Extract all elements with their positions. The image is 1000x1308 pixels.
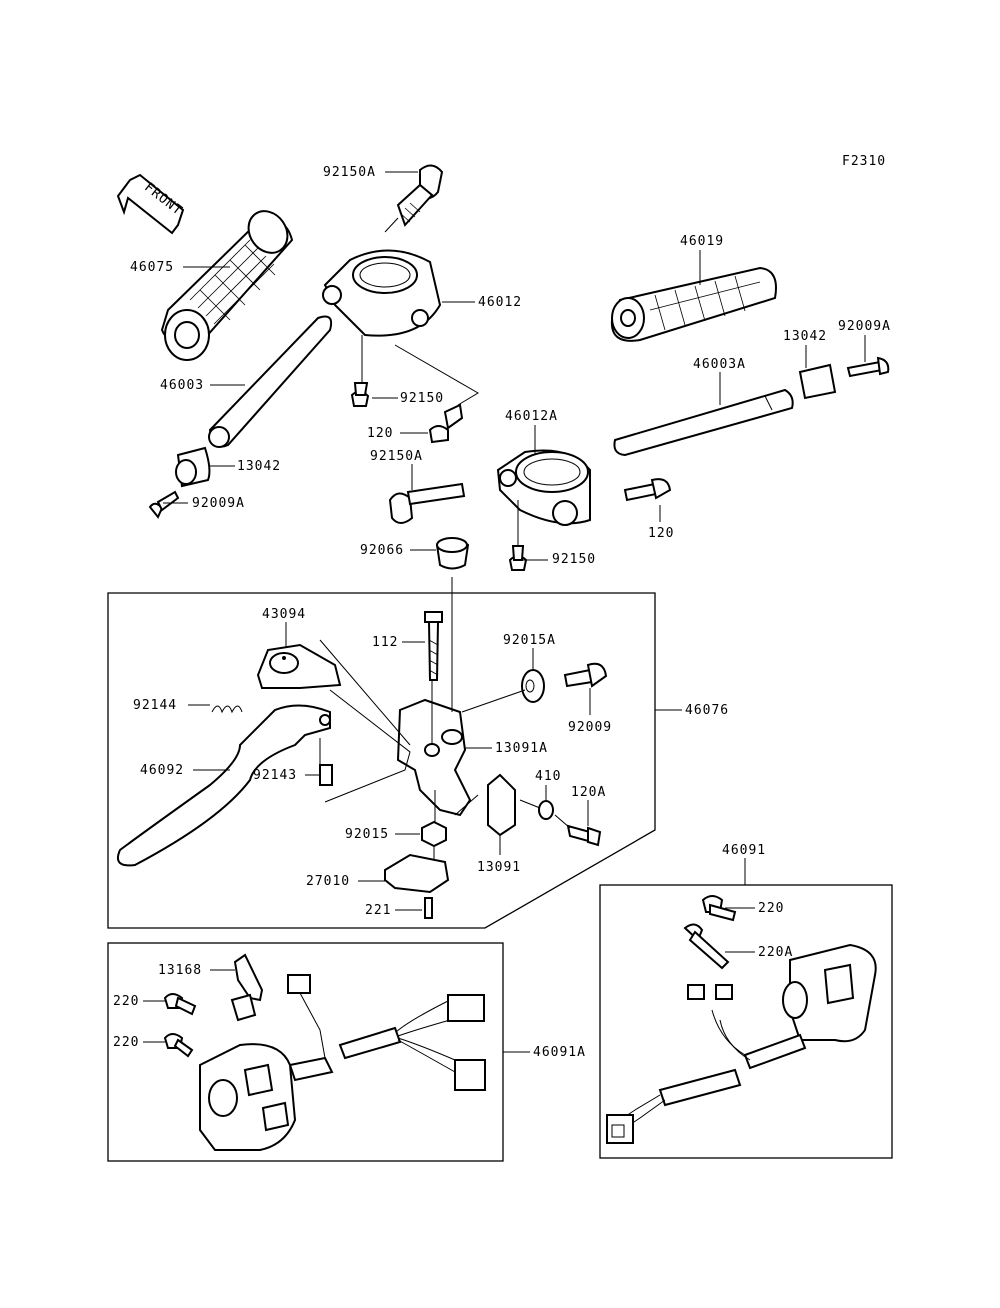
label-46019: 46019 bbox=[680, 234, 724, 249]
label-92150-b: 92150 bbox=[552, 552, 596, 567]
label-46012A: 46012A bbox=[505, 409, 558, 424]
label-410: 410 bbox=[535, 769, 561, 784]
bolt-220-right bbox=[701, 895, 737, 922]
screw-221 bbox=[424, 897, 433, 919]
left-handlebar-46003 bbox=[208, 315, 333, 448]
bolt-220-left-2 bbox=[163, 1033, 194, 1058]
assembly-box-46091 bbox=[599, 884, 893, 1159]
bolt-220-left-1 bbox=[163, 993, 197, 1016]
label-220A: 220A bbox=[758, 945, 793, 960]
cover-43094 bbox=[256, 643, 342, 689]
nut-92015 bbox=[421, 820, 447, 848]
label-92015A: 92015A bbox=[503, 633, 556, 648]
collar-13042-a bbox=[175, 446, 211, 488]
pin-92143 bbox=[319, 764, 333, 786]
right-handlebar-46003A bbox=[613, 388, 794, 457]
label-46012: 46012 bbox=[478, 295, 522, 310]
master-cylinder-13091A bbox=[396, 698, 472, 817]
bolt-120-a bbox=[428, 403, 464, 444]
label-46003A: 46003A bbox=[693, 357, 746, 372]
switch-housing-right bbox=[606, 943, 877, 1144]
diagram-code: F2310 bbox=[842, 154, 886, 169]
adjuster-92015A bbox=[521, 669, 545, 703]
right-grip-46019 bbox=[610, 266, 777, 342]
knob-92009 bbox=[563, 662, 608, 688]
label-220-left-2: 220 bbox=[113, 1035, 139, 1050]
label-92066: 92066 bbox=[360, 543, 404, 558]
lever-46092 bbox=[116, 704, 331, 867]
bolt-92150A-mid bbox=[388, 482, 466, 524]
bolt-220A bbox=[683, 923, 730, 970]
label-13091: 13091 bbox=[477, 860, 521, 875]
label-46092: 46092 bbox=[140, 763, 184, 778]
front-arrow-icon: FRONT bbox=[116, 173, 185, 235]
label-13042-b: 13042 bbox=[783, 329, 827, 344]
bolt-120-b bbox=[623, 478, 672, 502]
label-27010: 27010 bbox=[306, 874, 350, 889]
label-120-a: 120 bbox=[367, 426, 393, 441]
label-220-right: 220 bbox=[758, 901, 784, 916]
label-120A: 120A bbox=[571, 785, 606, 800]
label-46076: 46076 bbox=[685, 703, 729, 718]
switch-27010 bbox=[384, 853, 450, 894]
label-92150A-mid: 92150A bbox=[370, 449, 423, 464]
bolt-112 bbox=[424, 611, 443, 681]
bolt-92009A-b bbox=[846, 356, 890, 378]
washer-410 bbox=[538, 800, 554, 820]
label-13168: 13168 bbox=[158, 963, 202, 978]
label-92144: 92144 bbox=[133, 698, 177, 713]
label-46091A: 46091A bbox=[533, 1045, 586, 1060]
label-13091A: 13091A bbox=[495, 741, 548, 756]
left-grip-46075 bbox=[160, 210, 294, 361]
spring-92144 bbox=[211, 705, 243, 714]
label-46091: 46091 bbox=[722, 843, 766, 858]
bracket-13168 bbox=[230, 953, 264, 1022]
label-220-left-1: 220 bbox=[113, 994, 139, 1009]
label-92009A-b: 92009A bbox=[838, 319, 891, 334]
clamp-46012 bbox=[322, 249, 442, 337]
switch-housing-left bbox=[199, 974, 486, 1151]
bolt-92150-a bbox=[350, 382, 370, 407]
bolt-92150A-top bbox=[396, 164, 444, 227]
bolt-92150-b bbox=[508, 545, 528, 571]
label-120-b: 120 bbox=[648, 526, 674, 541]
label-221: 221 bbox=[365, 903, 391, 918]
label-92150A-top: 92150A bbox=[323, 165, 376, 180]
collar-13042-b bbox=[798, 363, 837, 400]
bolt-120A bbox=[566, 824, 602, 847]
label-46003: 46003 bbox=[160, 378, 204, 393]
label-92015: 92015 bbox=[345, 827, 389, 842]
clamp-46012A bbox=[496, 449, 591, 526]
label-92143: 92143 bbox=[253, 768, 297, 783]
label-92009: 92009 bbox=[568, 720, 612, 735]
leader-lines bbox=[143, 171, 866, 1053]
label-112: 112 bbox=[372, 635, 398, 650]
label-92009A-a: 92009A bbox=[192, 496, 245, 511]
label-13042-a: 13042 bbox=[237, 459, 281, 474]
clamp-13091 bbox=[487, 773, 516, 837]
assembly-box-46076 bbox=[107, 592, 656, 929]
bolt-92009A-a bbox=[148, 490, 180, 519]
label-92150-a: 92150 bbox=[400, 391, 444, 406]
cap-92066 bbox=[435, 537, 470, 570]
label-46075: 46075 bbox=[130, 260, 174, 275]
label-43094: 43094 bbox=[262, 607, 306, 622]
